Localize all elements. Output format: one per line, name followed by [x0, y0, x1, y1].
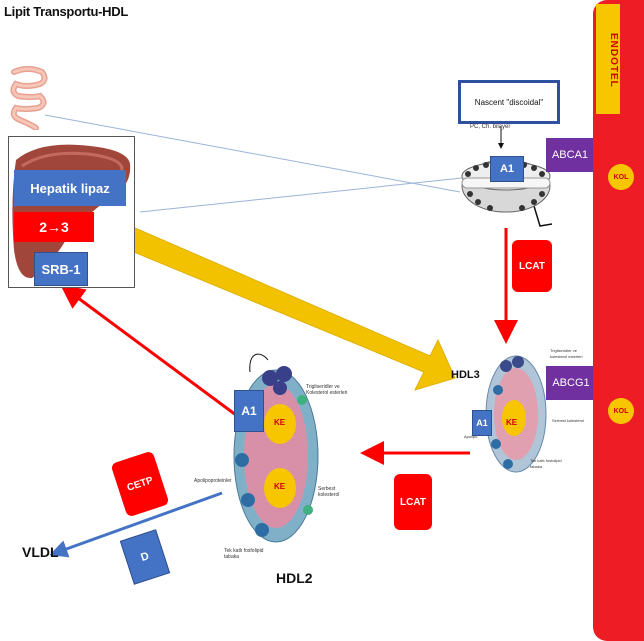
hdl3-core-ke: KE: [506, 418, 518, 427]
nascent-small-hook: [533, 205, 553, 227]
hdl2-annotation-1: Serbest kolesterol: [318, 486, 340, 498]
hdl2-to-vldl-arrow: [49, 491, 223, 558]
hepatik-lipaz-label: Hepatik lipaz: [14, 170, 126, 206]
hdl3-annotation-0: Trigliseridler ve kolesterol esterleri: [550, 348, 583, 359]
hdl2-label: HDL2: [276, 570, 313, 586]
hdl3-annotation-3: Apolipo: [464, 434, 478, 439]
nascent-hdl-disc-icon: [461, 159, 551, 213]
hdl3-particle-icon: [485, 355, 547, 473]
kol-top-badge: KOL: [608, 164, 634, 190]
hdl2-annotation-0: Trigliseridler ve Kolesterol esterleri: [306, 384, 348, 396]
nascent-label: Nascent "discoidal": [474, 97, 544, 107]
hdl3-annotation-1: Serbest kolesterol: [552, 418, 585, 423]
abcg1-receptor: ABCG1: [546, 366, 596, 400]
intestine-icon: [10, 66, 48, 130]
nascent-box: Nascent "discoidal": [458, 80, 560, 124]
hdl2-core-ke-top: KE: [274, 418, 286, 427]
hdl2-annotation-3: Apolipoproteinler: [194, 478, 232, 484]
endotel-label: ENDOTEL: [608, 32, 619, 88]
hdl3-label: HDL3: [451, 369, 480, 381]
lcat-top-badge: LCAT: [512, 240, 552, 292]
abca1-receptor: ABCA1: [546, 138, 594, 172]
hdl2-to-srb1-arrow: [60, 284, 237, 417]
kol-bottom-badge: KOL: [608, 398, 634, 424]
liver-to-nascent-line: [139, 177, 463, 213]
hdl2-annotation-curve: [249, 353, 269, 373]
yellow-transfer-arrow: [99, 217, 456, 391]
page-title: Lipit Transportu-HDL: [4, 4, 128, 19]
lcat-middle-badge: LCAT: [394, 474, 432, 530]
pc-bilayer-label: PC, Ch. bilayer: [470, 124, 511, 130]
hdl3-annotation-2: Tek katlı fosfolipid tabaka: [530, 458, 562, 469]
endotel-label-bg: [596, 4, 620, 114]
hdl2-core-ke-bottom: KE: [274, 482, 286, 491]
srb1-receptor: SRB-1: [34, 252, 88, 286]
conversion-label: 2→3: [14, 212, 94, 242]
nascent-apo-a1: A1: [490, 156, 524, 182]
vldl-label: VLDL: [22, 544, 59, 560]
hdl3-apo-a1: A1: [472, 410, 492, 436]
hdl2-annotation-2: Tek katlı fosfolipid tabaka: [224, 548, 264, 560]
hdl2-particle-icon: [233, 366, 319, 543]
hdl2-apo-a1: A1: [234, 390, 264, 432]
intestine-to-nascent-line: [44, 114, 461, 193]
